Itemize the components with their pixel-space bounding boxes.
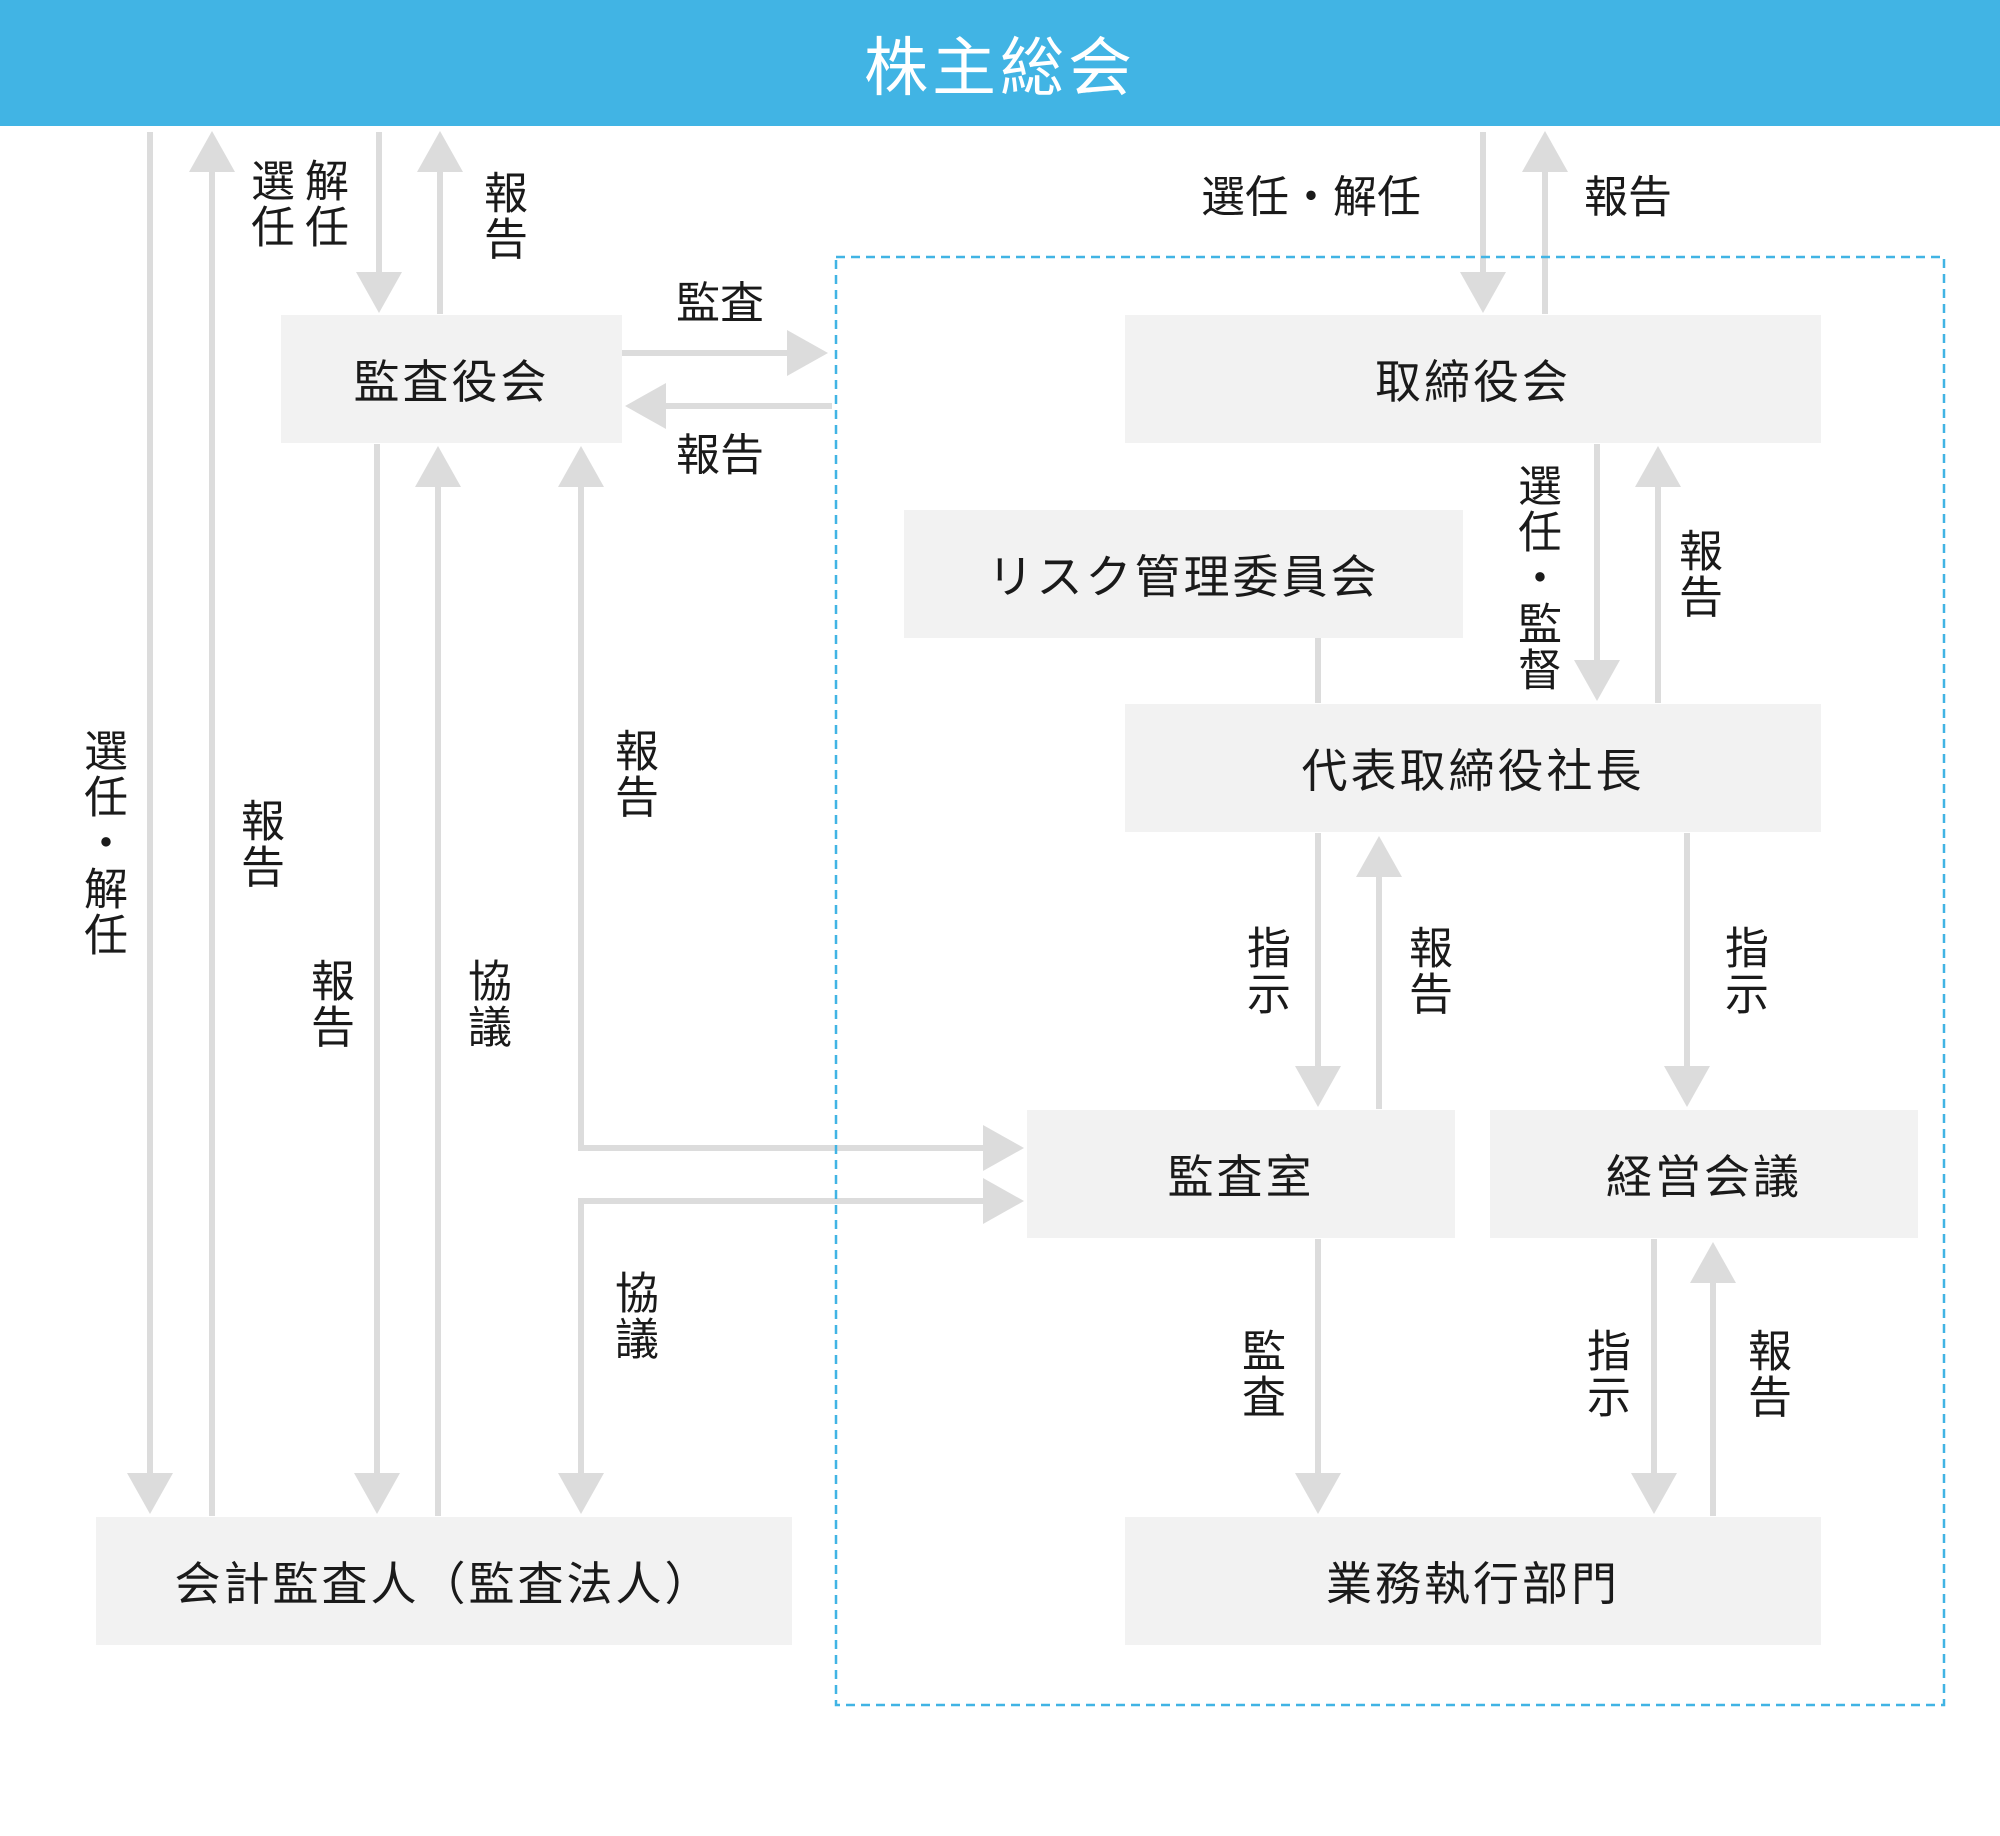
connector-audit-office-to-audit-board bbox=[578, 482, 986, 1151]
board-of-directors-label: 取締役会 bbox=[1375, 355, 1571, 409]
arrowhead-right bbox=[983, 1125, 1024, 1171]
arrowhead-down bbox=[1664, 1066, 1710, 1107]
board-appoint-supervise-label: 選任・監督 bbox=[1510, 463, 1561, 693]
management-meeting-label: 経営会議 bbox=[1606, 1150, 1802, 1204]
risk-committee-box: リスク管理委員会 bbox=[904, 510, 1463, 638]
arrowhead-down bbox=[354, 1473, 400, 1514]
office-audit-business-label: 監査 bbox=[1234, 1328, 1285, 1420]
arrowhead-up bbox=[1635, 446, 1681, 487]
accounting-auditor-consult-label: 協議 bbox=[460, 958, 511, 1050]
audit-board-dismiss-label: 解任 bbox=[297, 158, 348, 250]
arrowhead-down bbox=[1631, 1473, 1677, 1514]
risk-committee-label: リスク管理委員会 bbox=[987, 550, 1380, 604]
arrowhead-down bbox=[1295, 1473, 1341, 1514]
arrowhead-up bbox=[189, 131, 235, 172]
board-appoint-label: 選任・解任 bbox=[1201, 172, 1421, 223]
business-division-label: 業務執行部門 bbox=[1326, 1557, 1620, 1611]
office-report-president-label: 報告 bbox=[1401, 925, 1452, 1017]
internal-control-boundary bbox=[834, 255, 1946, 1707]
business-report-meeting-label: 報告 bbox=[1740, 1328, 1791, 1420]
arrowhead-down bbox=[356, 272, 402, 313]
arrowhead-down bbox=[558, 1473, 604, 1514]
arrowhead-right bbox=[983, 1178, 1024, 1224]
business-division-box: 業務執行部門 bbox=[1125, 1517, 1821, 1645]
arrowhead-up bbox=[1690, 1242, 1736, 1283]
president-box: 代表取締役社長 bbox=[1125, 704, 1821, 832]
management-meeting-box: 経営会議 bbox=[1490, 1110, 1918, 1238]
arrowhead-up bbox=[417, 131, 463, 172]
audit-to-internal-label: 監査 bbox=[676, 278, 764, 329]
arrowhead-up bbox=[1522, 131, 1568, 172]
president-instruct-meeting-label: 指示 bbox=[1717, 925, 1768, 1017]
arrowhead-up bbox=[558, 446, 604, 487]
audit-board-label: 監査役会 bbox=[353, 355, 550, 409]
president-label: 代表取締役社長 bbox=[1301, 744, 1645, 798]
accounting-auditor-label: 会計監査人（監査法人） bbox=[174, 1557, 714, 1611]
audit-office-label: 監査室 bbox=[1167, 1150, 1315, 1204]
accounting-auditor-report-label: 報告 bbox=[303, 958, 354, 1050]
arrowhead-up bbox=[1356, 836, 1402, 877]
internal-report-to-audit-label: 報告 bbox=[676, 430, 764, 481]
audit-office-box: 監査室 bbox=[1027, 1110, 1455, 1238]
audit-office-report-label: 報告 bbox=[607, 728, 658, 820]
arrowhead-right bbox=[787, 330, 828, 376]
audit-office-consult-label: 協議 bbox=[607, 1270, 658, 1362]
shareholders-meeting-banner: 株主総会 bbox=[0, 0, 2000, 126]
arrowhead-down bbox=[127, 1473, 173, 1514]
audit-board-top-report-label: 報告 bbox=[476, 170, 527, 262]
president-instruct-office-label: 指示 bbox=[1239, 925, 1290, 1017]
board-top-report-label: 報告 bbox=[1584, 172, 1672, 223]
accounting-auditor-box: 会計監査人（監査法人） bbox=[96, 1517, 792, 1645]
board-of-directors-box: 取締役会 bbox=[1125, 315, 1821, 443]
arrowhead-up bbox=[415, 446, 461, 487]
president-report-to-board-label: 報告 bbox=[1671, 528, 1722, 620]
audit-board-box: 監査役会 bbox=[281, 315, 622, 443]
arrowhead-down bbox=[1460, 272, 1506, 313]
page-title: 株主総会 bbox=[864, 32, 1136, 106]
far-left-appoint-label: 選任・解任 bbox=[76, 728, 127, 958]
audit-board-appoint-label: 選任 bbox=[243, 158, 294, 250]
arrowhead-down bbox=[1574, 660, 1620, 701]
arrowhead-down bbox=[1295, 1066, 1341, 1107]
meeting-instruct-business-label: 指示 bbox=[1579, 1328, 1630, 1420]
connector-audit-office-consult bbox=[578, 1198, 986, 1480]
arrowhead-left bbox=[625, 383, 666, 429]
far-left-report-label: 報告 bbox=[233, 798, 284, 890]
